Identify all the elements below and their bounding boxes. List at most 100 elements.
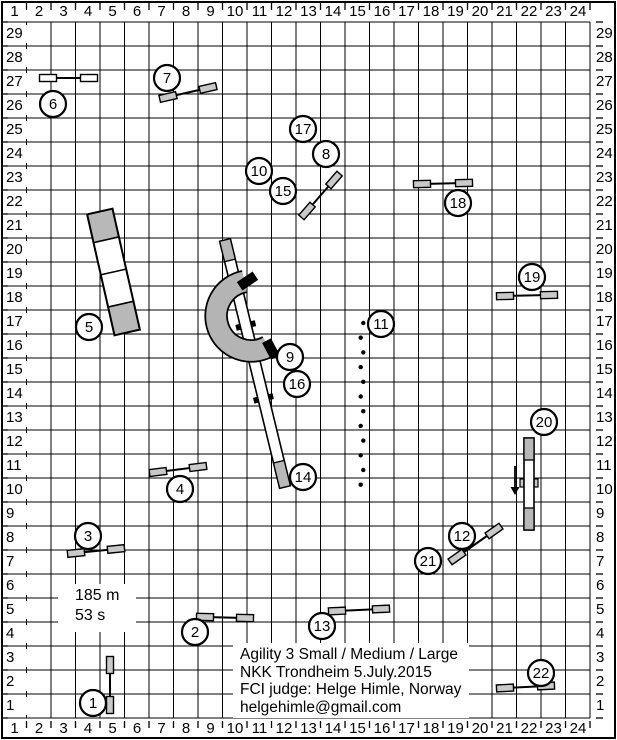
row-label-left-5: 5	[4, 601, 28, 619]
obstacle-number-16: 16	[282, 369, 312, 399]
svg-text:15: 15	[275, 183, 292, 200]
col-label-bottom-9: 9	[206, 720, 215, 737]
svg-text:11: 11	[373, 316, 389, 333]
col-label-bottom-16: 16	[373, 720, 391, 737]
info-event-line: NKK Trondheim 5.July.2015	[240, 663, 432, 681]
dogwalk-14	[218, 237, 292, 490]
col-label-bottom-18: 18	[422, 720, 440, 737]
obstacle-number-2: 2	[180, 617, 210, 647]
row-label-left-24: 24	[4, 145, 28, 163]
seesaw-20	[519, 437, 539, 531]
col-label-bottom-3: 3	[59, 720, 68, 737]
svg-text:12: 12	[454, 528, 471, 545]
col-label-bottom-15: 15	[349, 720, 366, 737]
col-label-top-12: 12	[275, 3, 293, 20]
col-label-top-5: 5	[108, 3, 117, 20]
col-label-bottom-19: 19	[447, 720, 464, 737]
obstacle-number-21: 21	[413, 546, 443, 576]
row-label-left-12: 12	[4, 433, 28, 451]
svg-text:9: 9	[286, 349, 294, 366]
row-label-right-4: 4	[596, 625, 605, 642]
row-label-left-14: 14	[4, 385, 28, 403]
obstacle-number-9: 9	[275, 342, 305, 372]
svg-text:10: 10	[251, 163, 268, 180]
svg-text:13: 13	[314, 618, 331, 635]
direction-arrow	[510, 466, 520, 495]
col-label-bottom-21: 21	[496, 720, 513, 737]
obstacle-number-1: 1	[78, 688, 108, 718]
row-label-left-7: 7	[4, 553, 28, 571]
row-label-left-25: 25	[4, 121, 28, 139]
svg-text:18: 18	[450, 195, 467, 212]
col-label-top-19: 19	[447, 3, 464, 20]
obstacle-number-11: 11	[366, 309, 396, 339]
obstacle-number-20: 20	[529, 407, 559, 437]
row-label-right-8: 8	[596, 529, 605, 546]
row-label-right-18: 18	[596, 289, 613, 306]
col-label-top-22: 22	[520, 3, 538, 20]
weave-poles-11	[358, 320, 366, 487]
row-label-left-4: 4	[4, 625, 28, 643]
row-label-right-21: 21	[596, 217, 613, 234]
svg-text:21: 21	[420, 553, 437, 570]
course-info: Agility 3 Small / Medium / Large NKK Tro…	[233, 643, 469, 718]
obstacle-number-5: 5	[74, 312, 104, 342]
row-label-right-28: 28	[596, 49, 613, 66]
jump-12-21	[447, 522, 504, 566]
col-label-bottom-6: 6	[132, 720, 142, 737]
col-label-bottom-4: 4	[83, 720, 93, 737]
col-label-bottom-8: 8	[181, 720, 191, 737]
svg-text:22: 22	[533, 665, 550, 682]
svg-text:6: 6	[49, 96, 57, 113]
obstacle-number-15: 15	[268, 176, 298, 206]
obstacle-number-22: 22	[526, 658, 556, 688]
row-label-left-26: 26	[4, 97, 28, 115]
course-time: 53 s	[75, 607, 106, 624]
col-label-top-11: 11	[251, 3, 268, 20]
col-label-bottom-10: 10	[226, 720, 244, 737]
obstacle-number-6: 6	[38, 89, 68, 119]
row-label-left-8: 8	[4, 529, 28, 547]
obstacle-number-3: 3	[73, 521, 103, 551]
row-label-right-26: 26	[596, 97, 613, 114]
row-label-right-11: 11	[596, 457, 612, 474]
jump-13	[327, 604, 391, 616]
row-label-left-6: 6	[4, 577, 28, 595]
row-label-left-15: 15	[4, 361, 28, 379]
row-label-right-16: 16	[596, 337, 613, 354]
row-label-left-17: 17	[4, 313, 28, 331]
col-label-top-15: 15	[349, 3, 366, 20]
row-label-right-10: 10	[596, 481, 613, 498]
col-label-bottom-5: 5	[108, 720, 117, 737]
svg-text:4: 4	[176, 481, 184, 498]
col-label-top-23: 23	[545, 3, 562, 20]
svg-text:8: 8	[322, 146, 330, 163]
row-label-left-22: 22	[4, 193, 28, 211]
col-label-top-7: 7	[157, 3, 166, 20]
row-label-right-20: 20	[596, 241, 613, 258]
col-label-top-24: 24	[569, 3, 587, 20]
svg-text:5: 5	[85, 319, 93, 336]
row-label-left-2: 2	[4, 673, 28, 691]
obstacle-number-8: 8	[311, 139, 341, 169]
info-class-line: Agility 3 Small / Medium / Large	[240, 646, 458, 663]
jump-1	[105, 655, 115, 715]
col-label-top-18: 18	[422, 3, 440, 20]
jump-7	[158, 81, 218, 104]
tunnel-9-16	[204, 270, 280, 363]
obstacle-number-13: 13	[307, 611, 337, 641]
row-label-right-24: 24	[596, 145, 613, 162]
row-label-left-13: 13	[4, 409, 28, 427]
row-label-left-23: 23	[4, 169, 28, 187]
course-measurements: 185 m 53 s	[58, 584, 136, 632]
row-label-right-23: 23	[596, 169, 613, 186]
course-length: 185 m	[75, 587, 120, 604]
svg-text:16: 16	[289, 376, 306, 393]
col-label-bottom-7: 7	[157, 720, 166, 737]
svg-text:2: 2	[191, 624, 199, 641]
col-label-bottom-24: 24	[569, 720, 587, 737]
col-label-top-10: 10	[226, 3, 244, 20]
